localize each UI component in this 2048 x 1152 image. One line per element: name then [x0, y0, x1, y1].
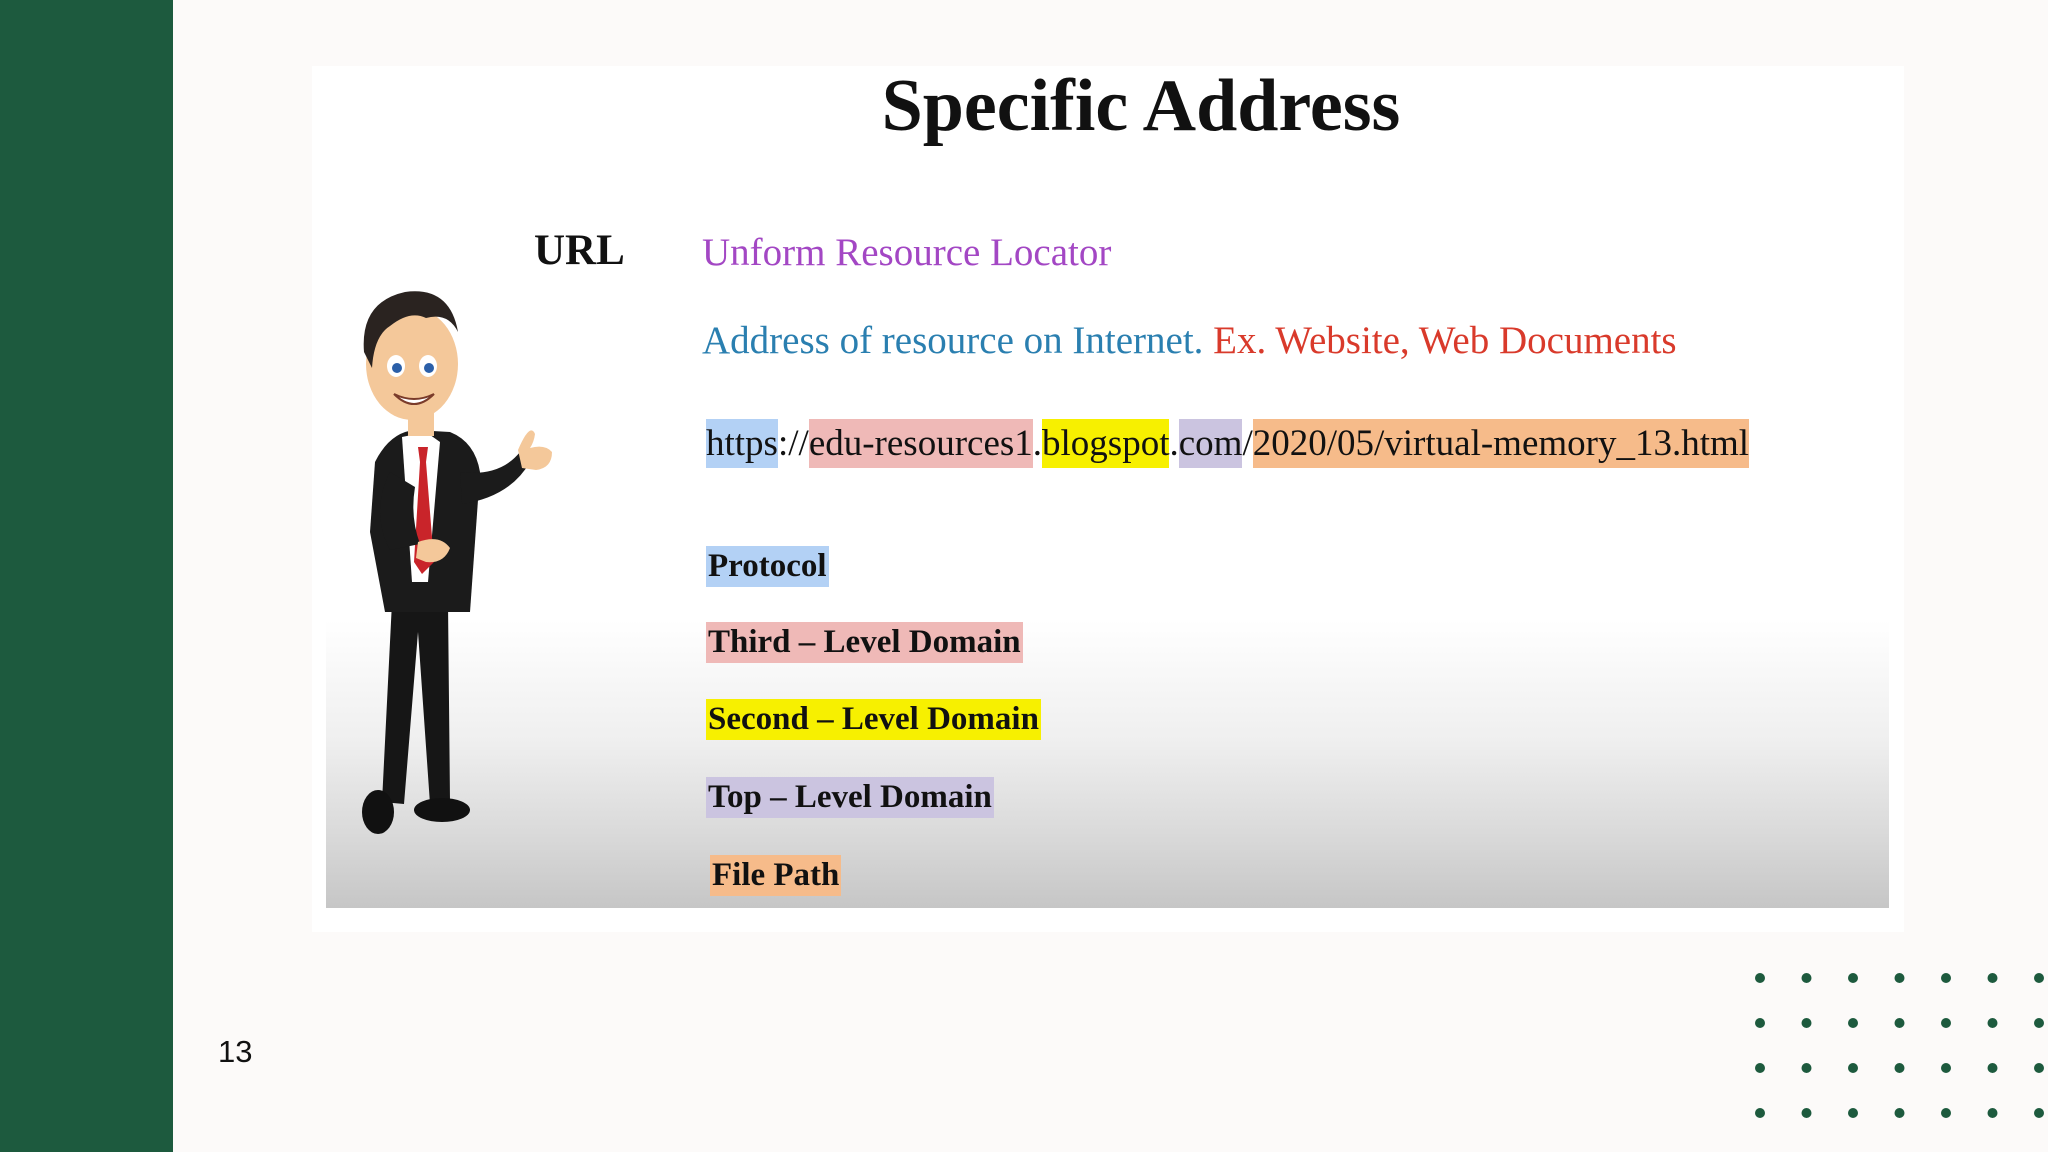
url-second-level-domain: blogspot: [1042, 419, 1170, 468]
decorative-dot: [1941, 1018, 1951, 1028]
decorative-dot: [1755, 973, 1765, 983]
page-number: 13: [218, 1034, 253, 1069]
decorative-dot: [1987, 1018, 1998, 1028]
decorative-dot: [2034, 973, 2044, 983]
url-top-level-domain: com: [1178, 419, 1243, 468]
businessman-illustration: [362, 291, 552, 834]
decorative-dot: [1987, 1108, 1998, 1118]
decorative-dot: [1941, 973, 1951, 983]
decorative-dot: [1848, 1108, 1858, 1118]
decorative-dot: [1941, 1063, 1951, 1073]
decorative-dot: [1755, 1108, 1765, 1118]
decorative-dot: [1848, 1018, 1858, 1028]
decorative-dot: [1755, 1063, 1765, 1073]
decorative-dot: [2034, 1018, 2044, 1028]
url-label: URL: [534, 227, 625, 274]
decorative-dot: [2034, 1063, 2044, 1073]
decorative-dot: [1894, 1018, 1905, 1028]
decorative-dot: [1987, 973, 1998, 983]
slide-image-background: [326, 80, 1889, 908]
decorative-dot: [1894, 973, 1905, 983]
legend-protocol: Protocol: [706, 546, 829, 587]
url-dot: .: [1032, 423, 1043, 464]
decorative-dot: [1755, 1018, 1765, 1028]
decorative-dot: [2034, 1108, 2044, 1118]
url-third-level-domain: edu-resources1: [808, 419, 1033, 468]
decorative-dot: [1894, 1108, 1905, 1118]
example-url: https://edu-resources1.blogspot.com/2020…: [706, 419, 1750, 468]
decorative-dot: [1987, 1063, 1998, 1073]
decorative-dot: [1801, 1063, 1812, 1073]
decorative-dot: [1801, 1018, 1812, 1028]
url-separator: ://: [777, 423, 809, 464]
description-example: Ex. Website, Web Documents: [1213, 319, 1677, 362]
url-separator: /: [1242, 423, 1253, 464]
url-description: Address of resource on Internet. Ex. Web…: [702, 318, 1677, 363]
decorative-dot-grid: [1755, 973, 2044, 1118]
url-file-path: 2020/05/virtual-memory_13.html: [1252, 419, 1750, 468]
sidebar-band: [0, 0, 173, 1152]
decorative-dot: [1801, 1108, 1812, 1118]
decorative-dot: [1801, 973, 1812, 983]
legend-file-path: File Path: [710, 855, 842, 896]
legend-third-level-domain: Third – Level Domain: [706, 622, 1023, 663]
decorative-dot: [1941, 1108, 1951, 1118]
url-definition: Unform Resource Locator: [702, 231, 1112, 274]
decorative-dot: [1894, 1063, 1905, 1073]
description-main: Address of resource on Internet.: [702, 319, 1204, 362]
url-protocol: https: [706, 419, 778, 468]
slide-title: Specific Address: [881, 65, 1401, 147]
url-dot: .: [1169, 423, 1179, 464]
decorative-dot: [1848, 1063, 1858, 1073]
decorative-dot: [1848, 973, 1858, 983]
legend-top-level-domain: Top – Level Domain: [706, 777, 994, 818]
legend-second-level-domain: Second – Level Domain: [706, 699, 1041, 740]
